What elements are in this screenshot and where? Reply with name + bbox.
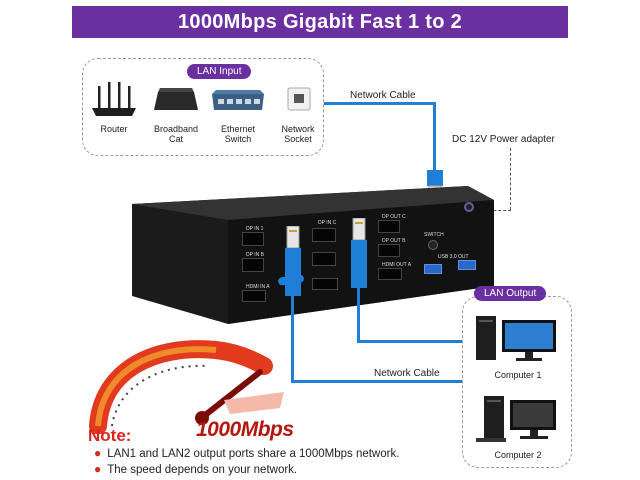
note-line-2: ● The speed depends on your network. xyxy=(94,462,297,476)
cable-top-caption: Network Cable xyxy=(350,90,416,101)
bullet-icon: ● xyxy=(94,462,102,476)
cable-bottom-right-vertical xyxy=(357,288,360,342)
dp-port xyxy=(312,252,336,266)
usb-port xyxy=(424,264,442,274)
usb-port xyxy=(458,260,476,270)
cable-bottom-horizontal-1 xyxy=(357,340,463,343)
port-label-dp-in-b: DP IN B xyxy=(246,252,264,258)
cable-bottom-caption: Network Cable xyxy=(374,368,440,379)
port-label-switch: SWITCH xyxy=(424,232,444,238)
modem-icon xyxy=(154,88,198,110)
cable-top-vertical xyxy=(433,102,436,182)
switch-button xyxy=(428,240,438,250)
computer-2-device: Computer 2 xyxy=(470,392,566,460)
rj45-plug-icon xyxy=(285,226,301,296)
computer-1-label: Computer 1 xyxy=(494,370,542,380)
dp-port xyxy=(242,232,264,246)
dp-port xyxy=(242,258,264,272)
router-device: Router xyxy=(88,78,140,134)
note-title: Note: xyxy=(88,426,132,445)
computer-1-device: Computer 1 xyxy=(470,312,566,380)
desktop-computer-icon xyxy=(476,316,556,361)
port-label-usb-out: USB 3.0 OUT xyxy=(438,254,469,260)
port-label-hdmi-in-a: HDMI IN A xyxy=(246,284,270,290)
ethernet-switch-icon xyxy=(212,90,264,110)
broadband-cat-label: Broadband Cat xyxy=(153,124,199,144)
note-line-2-text: The speed depends on your network. xyxy=(107,464,298,476)
kvm-hub xyxy=(132,186,494,324)
cable-top-horizontal xyxy=(324,102,436,105)
port-label-dp-out-c: DP OUT C xyxy=(382,214,406,220)
ethernet-switch-label: Ethernet Switch xyxy=(220,124,256,144)
power-port xyxy=(464,202,474,212)
port-label-dp-in-c: DP IN C xyxy=(318,220,337,226)
broadband-cat-device: Broadband Cat xyxy=(148,80,204,144)
dp-port xyxy=(378,220,400,233)
router-label: Router xyxy=(100,124,128,134)
dp-port xyxy=(312,228,336,242)
title-banner: 1000Mbps Gigabit Fast 1 to 2 xyxy=(72,6,568,38)
port-label-dp-in-1: DP IN 1 xyxy=(246,226,264,232)
port-label-dp-out-b: DP OUT B xyxy=(382,238,406,244)
speedometer-icon xyxy=(89,340,284,434)
hdmi-port xyxy=(378,268,402,280)
cable-bottom-horizontal-2 xyxy=(291,380,463,383)
router-icon xyxy=(92,82,136,116)
power-dashed-line xyxy=(510,148,511,210)
bullet-icon: ● xyxy=(94,446,102,460)
port-label-hdmi-out-a: HDMI OUT A xyxy=(382,262,412,268)
lan-input-tag: LAN Input xyxy=(187,64,252,79)
hdmi-port xyxy=(312,278,338,290)
computer-2-label: Computer 2 xyxy=(494,450,542,460)
power-adapter-label: DC 12V Power adapter xyxy=(452,134,555,145)
network-socket-label: Network Socket xyxy=(281,124,315,144)
note-line-1-text: LAN1 and LAN2 output ports share a 1000M… xyxy=(107,448,400,460)
desktop-computer-icon xyxy=(476,396,556,442)
network-socket-device: Network Socket xyxy=(274,80,322,144)
rj45-plug-icon xyxy=(351,218,367,288)
ethernet-switch-device: Ethernet Switch xyxy=(206,80,270,144)
network-socket-icon xyxy=(287,87,311,111)
cable-bottom-left-vertical xyxy=(291,296,294,382)
hdmi-port xyxy=(242,290,266,302)
dp-port xyxy=(378,244,400,257)
lan-output-tag: LAN Output xyxy=(474,286,547,301)
note-line-1: ● LAN1 and LAN2 output ports share a 1000… xyxy=(94,446,399,460)
speed-label: 1000Mbps xyxy=(196,418,294,441)
